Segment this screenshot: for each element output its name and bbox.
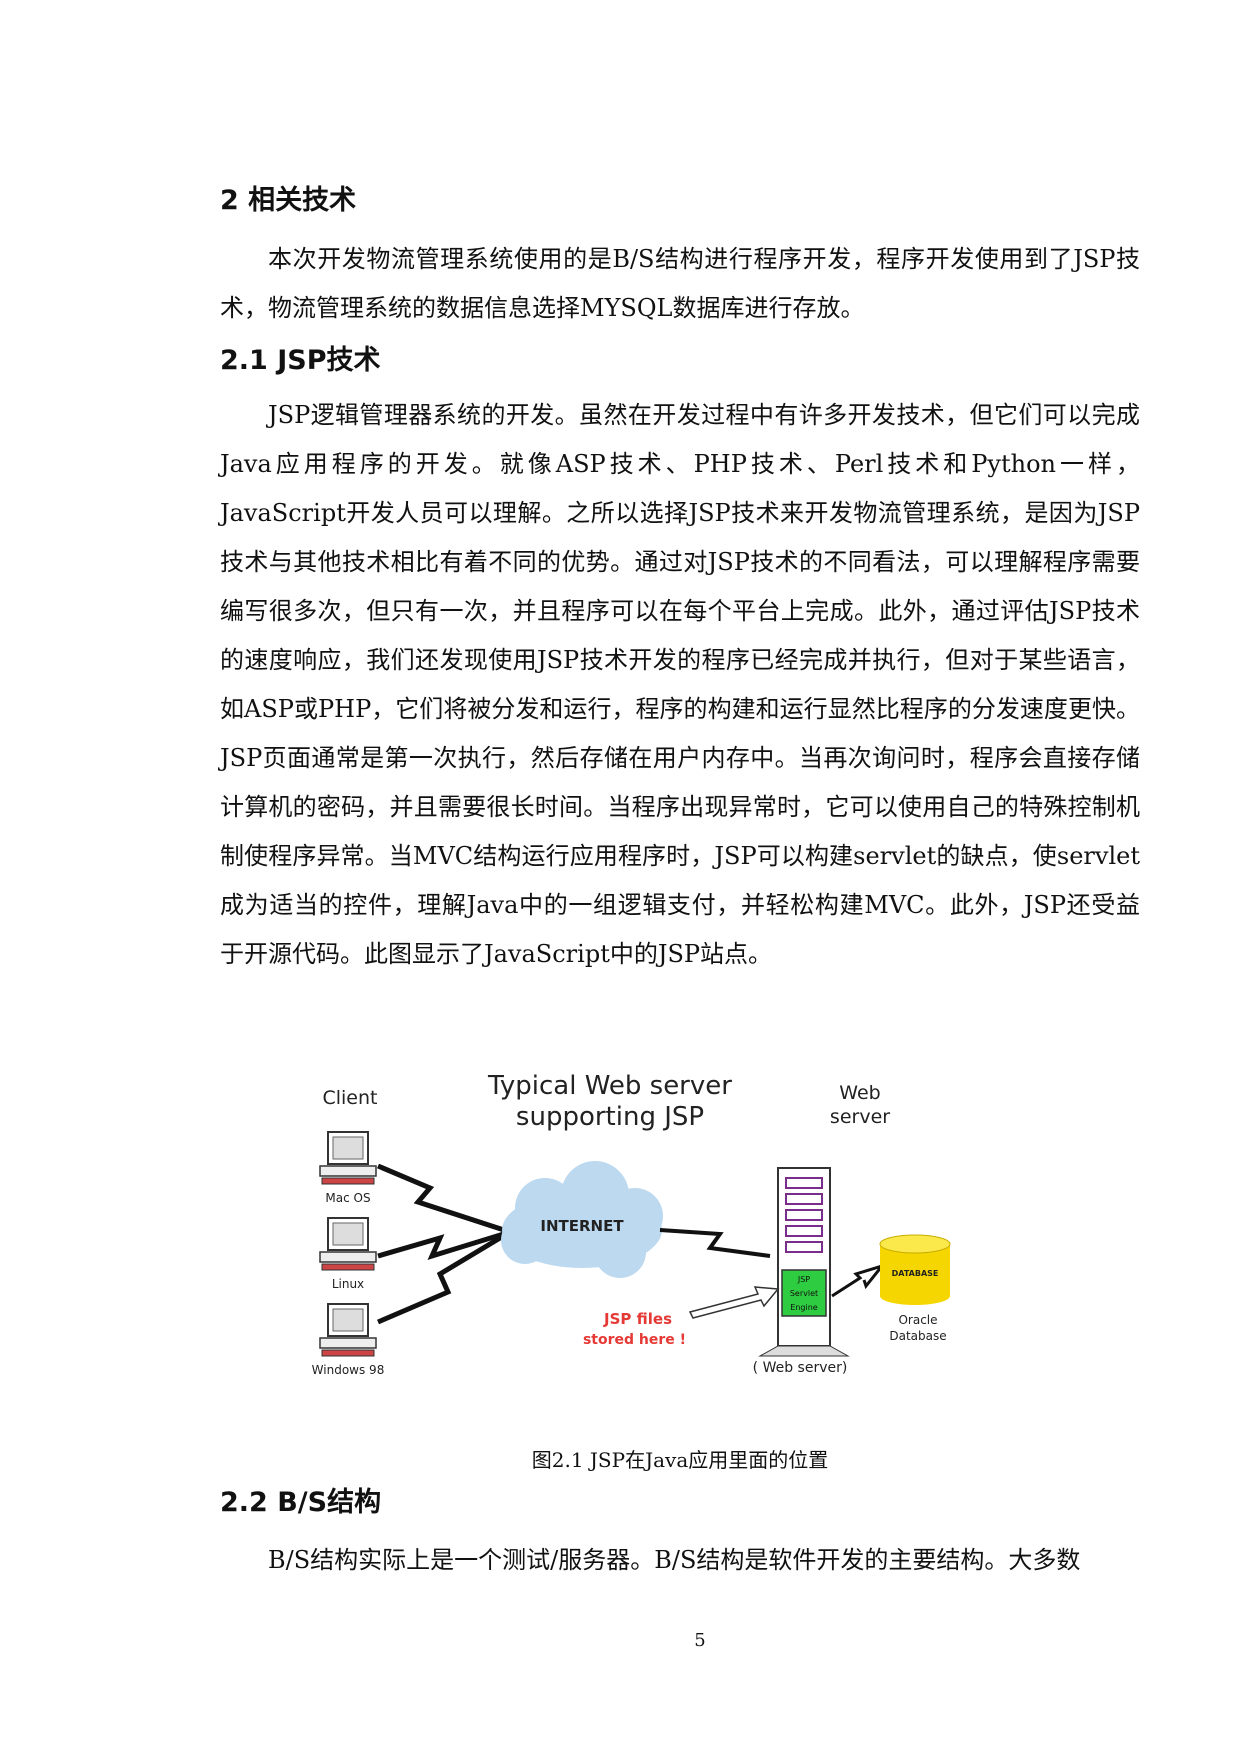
intro-paragraph: 本次开发物流管理系统使用的是B/S结构进行程序开发，程序开发使用到了JSP技术，… (220, 245, 1140, 322)
figure-title-line1: Typical Web server (487, 1071, 732, 1101)
oracle-label-1: Oracle (898, 1313, 937, 1327)
jsp-architecture-figure: Typical Web server supporting JSP Client… (300, 1060, 1060, 1430)
internet-cloud-icon (501, 1161, 663, 1278)
connection-windows-internet (377, 1229, 512, 1325)
section-heading-2-2: 2.2 B/S结构 (220, 1487, 382, 1518)
database-label: DATABASE (892, 1269, 939, 1278)
web-server-label-line1: Web (839, 1082, 880, 1104)
figure-caption: 图2.1 JSP在Java应用里面的位置 (531, 1448, 829, 1472)
database-cylinder-icon (879, 1234, 951, 1305)
jsp-paragraph: JSP逻辑管理器系统的开发。虽然在开发过程中有许多开发技术，但它们可以完成Jav… (220, 401, 1140, 968)
internet-label: INTERNET (540, 1217, 624, 1235)
jsp-engine-label-3: Engine (790, 1303, 817, 1312)
client-os-windows: Windows 98 (312, 1363, 385, 1377)
jsp-files-arrow-icon (688, 1286, 780, 1319)
jsp-files-label-2: stored here ! (583, 1332, 686, 1348)
mac-computer-icon (319, 1131, 377, 1185)
web-server-caption: ( Web server) (753, 1360, 848, 1376)
jsp-engine-label-1: JSP (797, 1275, 810, 1284)
client-os-mac: Mac OS (325, 1191, 370, 1205)
connection-mac-internet (377, 1163, 511, 1235)
linux-computer-icon (319, 1217, 377, 1271)
client-label: Client (322, 1087, 377, 1109)
client-os-linux: Linux (332, 1277, 364, 1291)
page-number: 5 (694, 1630, 706, 1651)
section-heading-2-1: 2.1 JSP技术 (220, 345, 381, 376)
section-heading-2: 2 相关技术 (220, 185, 357, 216)
bs-paragraph: B/S结构实际上是一个测试/服务器。B/S结构是软件开发的主要结构。大多数 (268, 1546, 1081, 1574)
server-database-connection-icon (831, 1263, 887, 1298)
figure-title-line2: supporting JSP (516, 1102, 704, 1132)
windows-computer-icon (319, 1303, 377, 1357)
connection-internet-server (659, 1228, 771, 1258)
jsp-engine-label-2: Servlet (790, 1289, 818, 1298)
connection-linux-internet (377, 1229, 511, 1261)
web-server-label-line2: server (830, 1106, 890, 1128)
jsp-files-label-1: JSP files (603, 1310, 672, 1328)
oracle-label-2: Database (889, 1329, 946, 1343)
web-server-icon (758, 1167, 850, 1357)
